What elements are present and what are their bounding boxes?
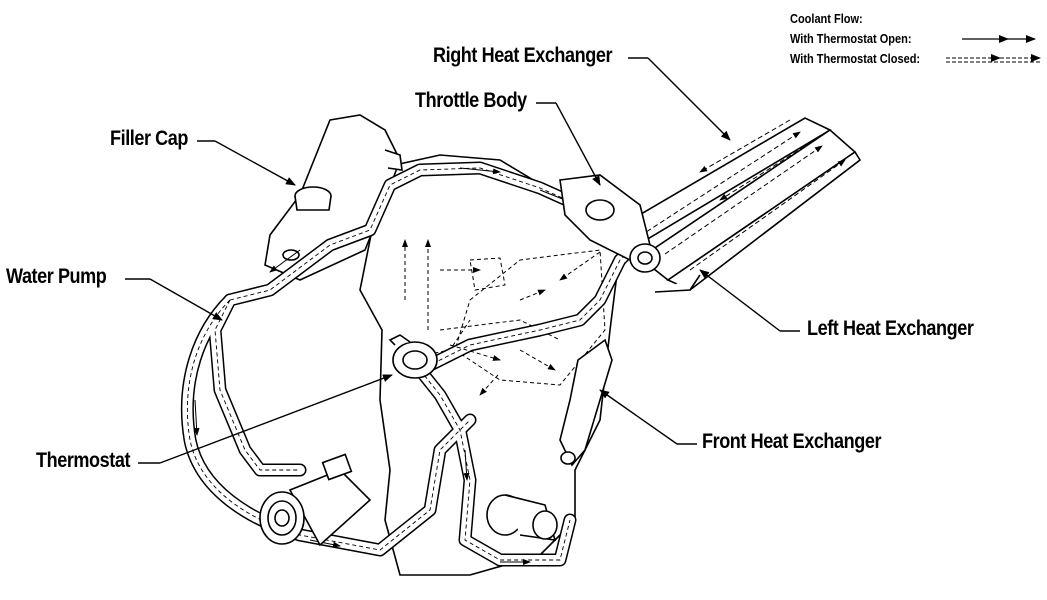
legend-title: Coolant Flow: xyxy=(790,12,863,26)
label-right-heat-exchanger: Right Heat Exchanger xyxy=(433,44,613,67)
legend-open-label: With Thermostat Open: xyxy=(790,32,912,46)
legend-closed-arrows xyxy=(946,54,1041,63)
label-water-pump: Water Pump xyxy=(6,265,107,288)
leader-lines xyxy=(125,57,800,464)
heat-exchanger-flow xyxy=(639,119,846,271)
oil-filter xyxy=(259,453,372,547)
thermostat-housing xyxy=(388,334,438,379)
label-throttle-body: Throttle Body xyxy=(415,89,527,112)
label-thermostat: Thermostat xyxy=(36,449,131,472)
output-shaft xyxy=(486,494,558,541)
label-filler-cap: Filler Cap xyxy=(110,127,189,150)
label-front-heat-exchanger: Front Heat Exchanger xyxy=(702,430,882,453)
label-left-heat-exchanger: Left Heat Exchanger xyxy=(807,317,974,340)
throttle-body xyxy=(559,174,661,273)
heat-exchanger-ducts xyxy=(598,117,862,293)
coolant-tank xyxy=(264,114,403,281)
legend-closed-label: With Thermostat Closed: xyxy=(790,52,921,66)
front-heat-exchanger xyxy=(559,338,613,467)
